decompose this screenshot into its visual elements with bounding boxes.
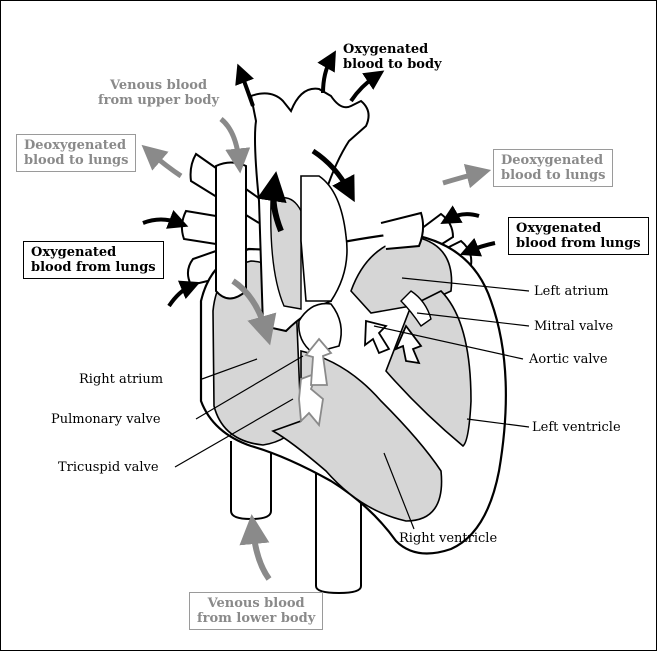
arrow-lungs-lower-left (169, 286, 191, 306)
arrow-aorta-out-left (241, 73, 253, 106)
inferior-vena-cava (231, 441, 271, 519)
arrow-lungs-lower-right (469, 243, 495, 251)
pulmonary-vein-upper-left (182, 211, 216, 244)
label-pulmonary-valve: Pulmonary valve (51, 412, 161, 427)
arrow-deoxy-right (443, 173, 479, 183)
arrow-venous-upper (221, 119, 239, 161)
arrow-lungs-upper-left (143, 220, 179, 224)
label-tricuspid-valve: Tricuspid valve (58, 460, 159, 475)
arrow-deoxy-left (151, 153, 181, 176)
label-right-ventricle: Right ventricle (399, 531, 497, 546)
arrow-venous-lower (253, 529, 269, 579)
label-mitral-valve: Mitral valve (534, 319, 613, 334)
label-right-atrium: Right atrium (79, 372, 163, 387)
label-left-ventricle: Left ventricle (532, 420, 621, 435)
label-aortic-valve: Aortic valve (529, 352, 608, 367)
arrow-aorta-out-right (351, 76, 376, 101)
arrow-aorta-out-mid (323, 59, 331, 93)
pulmonary-artery-right-branch (381, 213, 423, 249)
arrow-lungs-upper-right (449, 214, 479, 219)
label-left-atrium: Left atrium (534, 284, 609, 299)
superior-vena-cava (216, 163, 246, 299)
pulmonary-trunk (301, 176, 347, 301)
